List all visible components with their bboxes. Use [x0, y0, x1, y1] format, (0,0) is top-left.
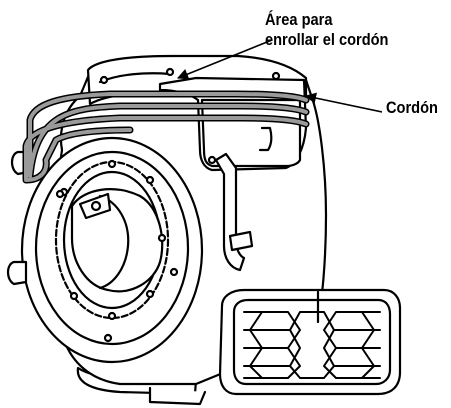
screw-top-mid	[165, 67, 175, 77]
cord-storage-area-label-line2: enrollar el cordón	[265, 30, 389, 49]
screw-top-right	[271, 71, 281, 81]
arrow-cord	[304, 92, 383, 113]
screw-top-left	[99, 75, 109, 85]
screw-handle	[207, 155, 217, 165]
clip-4	[145, 289, 155, 299]
handle-notch	[258, 126, 273, 152]
outlet-inner	[232, 298, 392, 386]
base-foot-bottom	[148, 386, 207, 406]
leader-lines	[176, 39, 383, 113]
clip-1	[107, 159, 117, 169]
power-cord	[22, 90, 310, 184]
outlet-louvers	[243, 311, 381, 379]
screw-face-a	[55, 189, 65, 199]
clip-6	[69, 291, 79, 301]
screw-face-b	[169, 267, 179, 277]
clip-3	[157, 233, 167, 243]
screw-face-c	[103, 333, 113, 343]
intake-inner	[98, 194, 130, 290]
cord-label: Cordón	[386, 98, 438, 117]
cord-storage-area-label: Área para enrollar el cordón	[265, 10, 388, 50]
arrow-cord-storage	[176, 39, 273, 80]
side-knob-lower	[6, 260, 28, 286]
cord-storage-area-label-line1: Área para	[265, 10, 333, 29]
cord-clip	[228, 230, 254, 252]
hub-center	[90, 200, 102, 212]
clip-2	[145, 175, 155, 185]
clip-5	[107, 311, 117, 321]
